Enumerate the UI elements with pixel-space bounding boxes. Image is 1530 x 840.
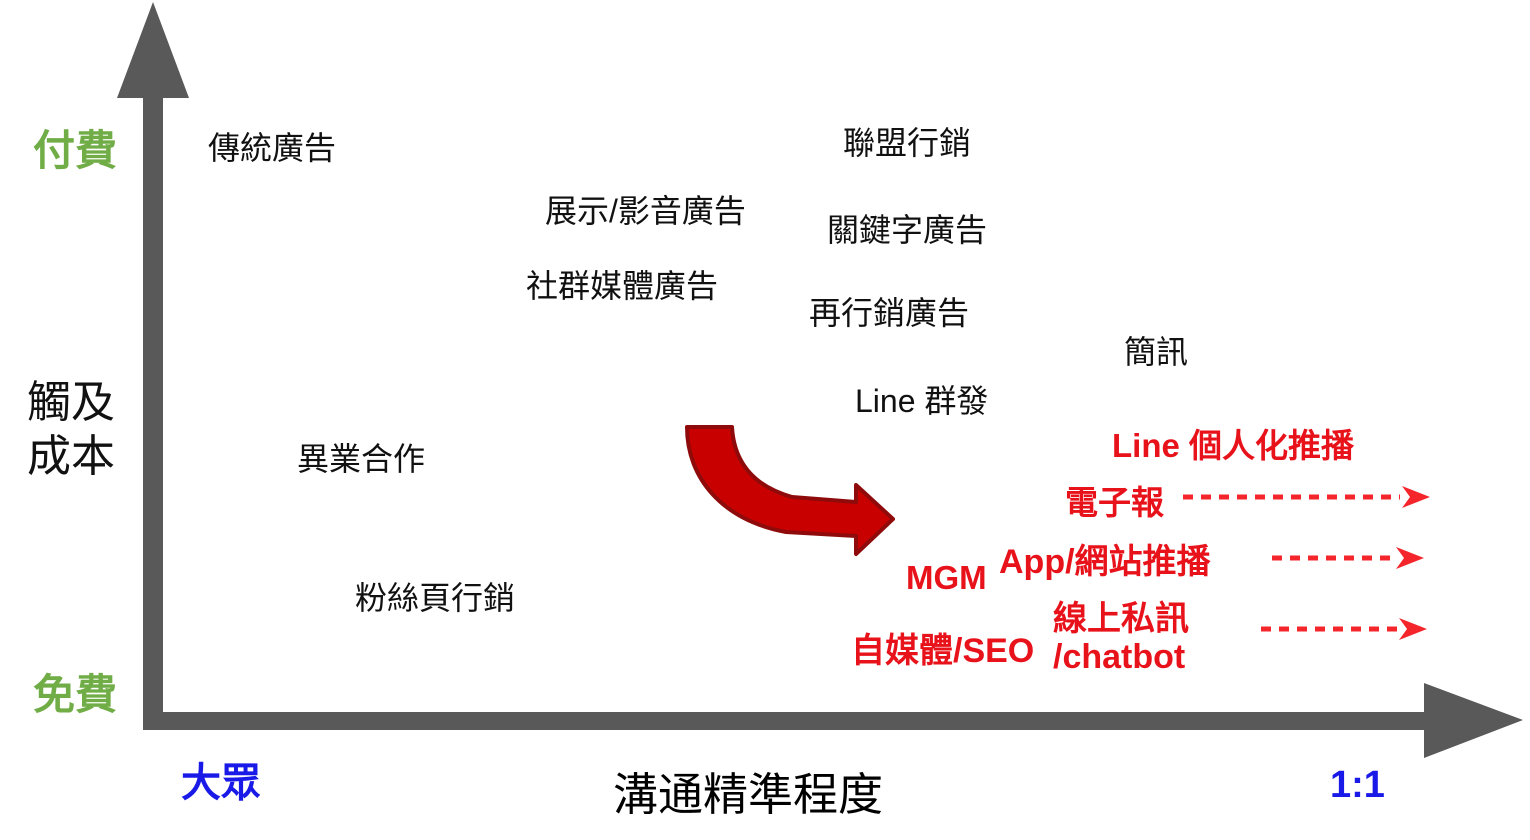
x-axis-line: [143, 712, 1427, 730]
x-axis-left-label: 大眾: [181, 761, 261, 805]
label-sms: 簡訊: [1124, 334, 1189, 370]
label-social-media-ads: 社群媒體廣告: [526, 268, 719, 304]
label-cross-industry-partnership: 異業合作: [297, 441, 426, 477]
dashed-arrow-newsletter-icon: [1183, 486, 1430, 508]
label-line-broadcast: Line 群發: [855, 383, 989, 419]
dashed-arrow-app-push-icon: [1272, 547, 1424, 569]
label-fan-page-marketing: 粉絲頁行銷: [355, 580, 516, 616]
curved-shift-arrow-icon: [685, 425, 895, 556]
dashed-arrow-chatbot-icon: [1261, 618, 1427, 640]
label-app-site-push: App/網站推播: [999, 543, 1211, 581]
label-newsletter: 電子報: [1065, 484, 1164, 521]
label-online-private-message-chatbot: 線上私訊 /chatbot: [1053, 600, 1189, 677]
x-axis-title: 溝通精準程度: [613, 769, 884, 820]
label-traditional-ads: 傳統廣告: [208, 130, 337, 166]
x-axis-arrow-icon: [1424, 683, 1523, 758]
label-mgm: MGM: [906, 559, 987, 596]
y-axis-arrow-icon: [117, 2, 189, 98]
y-axis-title: 觸及 成本: [27, 378, 115, 481]
label-affiliate-marketing: 聯盟行銷: [843, 125, 972, 161]
label-self-media-seo: 自媒體/SEO: [851, 632, 1035, 670]
label-display-video-ads: 展示/影音廣告: [545, 193, 746, 229]
label-keyword-ads: 關鍵字廣告: [827, 212, 988, 248]
label-remarketing-ads: 再行銷廣告: [809, 295, 970, 331]
y-axis-top-label: 付費: [33, 127, 118, 174]
y-axis-bottom-label: 免費: [33, 671, 118, 718]
y-axis-line: [143, 92, 163, 730]
label-line-personalized-push: Line 個人化推播: [1112, 427, 1355, 464]
x-axis-right-label: 1:1: [1330, 764, 1385, 806]
